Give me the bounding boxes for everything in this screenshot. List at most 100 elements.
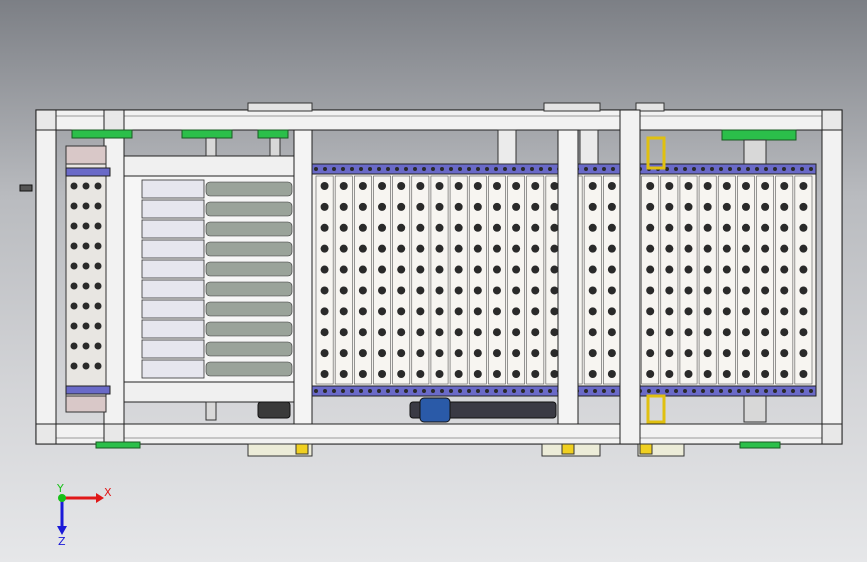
corner-block — [821, 109, 843, 131]
roller-hole — [761, 244, 770, 253]
bearing — [205, 401, 217, 421]
roller-hole — [358, 307, 367, 316]
chain-link — [458, 389, 462, 393]
coordinate-triad[interactable]: X Y Z — [56, 482, 112, 548]
feeder-block — [141, 339, 205, 359]
roller-hole — [454, 265, 463, 274]
chain-link — [422, 167, 426, 171]
roller-hole — [94, 302, 102, 310]
roller-hole — [741, 370, 750, 378]
chain-link — [647, 389, 651, 393]
roller-hole — [416, 328, 425, 337]
chain-link — [368, 167, 372, 171]
roller-column — [679, 175, 698, 385]
roller-hole — [454, 370, 463, 378]
roller-hole — [799, 182, 808, 190]
roller-hole — [492, 223, 501, 232]
feeder-block — [141, 299, 205, 319]
chain-link — [332, 167, 336, 171]
roller-hole — [70, 262, 78, 270]
chain-link — [413, 167, 417, 171]
roller-hole — [722, 370, 731, 378]
roller-hole — [531, 202, 540, 211]
roller-hole — [550, 349, 559, 358]
roller-hole — [454, 307, 463, 316]
roller-hole — [531, 349, 540, 358]
roller-hole — [512, 286, 521, 295]
roller-hole — [339, 307, 348, 316]
chain-link — [449, 167, 453, 171]
chain-link — [395, 389, 399, 393]
chain-link — [458, 167, 462, 171]
roller-hole — [703, 349, 712, 358]
roller-hole — [761, 265, 770, 274]
chain-link — [800, 167, 804, 171]
roller-hole — [799, 349, 808, 358]
mount-plate — [543, 102, 601, 112]
roller-hole — [665, 328, 674, 337]
chain-link — [350, 167, 354, 171]
roller-hole — [397, 244, 406, 253]
roller-hole — [799, 223, 808, 232]
roller-hole — [588, 370, 597, 378]
yellow-bracket — [295, 443, 309, 455]
roller-hole — [703, 328, 712, 337]
roller-hole — [378, 286, 387, 295]
roller-hole — [339, 328, 348, 337]
feeder-block — [141, 239, 205, 259]
triad-x-arrow — [96, 493, 104, 503]
roller-hole — [378, 244, 387, 253]
roller-hole — [684, 182, 693, 190]
roller-hole — [607, 328, 616, 337]
roller-hole — [70, 342, 78, 350]
roller-hole — [70, 302, 78, 310]
roller-column — [698, 175, 717, 385]
roller-hole — [378, 307, 387, 316]
roller-hole — [550, 328, 559, 337]
guide-post — [497, 129, 517, 165]
roller-column — [411, 175, 430, 385]
roller-hole — [646, 349, 655, 358]
roller-hole — [550, 244, 559, 253]
roller-hole — [550, 370, 559, 378]
gear-green — [95, 441, 141, 449]
roller-hole — [82, 282, 90, 290]
chain-link — [764, 167, 768, 171]
roller-hole — [703, 265, 712, 274]
frame-post-d — [619, 109, 641, 445]
roller-hole — [492, 244, 501, 253]
feeder-tube — [205, 321, 293, 337]
roller-hole — [550, 286, 559, 295]
roller-hole — [339, 265, 348, 274]
roller-hole — [722, 202, 731, 211]
chain-link — [377, 167, 381, 171]
roller-hole — [665, 349, 674, 358]
chain-link — [728, 167, 732, 171]
roller-hole — [512, 349, 521, 358]
roller-hole — [780, 244, 789, 253]
roller-hole — [780, 202, 789, 211]
left-sprocket — [65, 395, 107, 413]
roller-column — [430, 175, 449, 385]
roller-hole — [646, 223, 655, 232]
roller-hole — [94, 342, 102, 350]
roller-column — [507, 175, 525, 385]
chain-link — [413, 389, 417, 393]
roller-hole — [416, 265, 425, 274]
gear-green — [739, 441, 781, 449]
chain-link — [602, 389, 606, 393]
roller-hole — [492, 307, 501, 316]
roller-hole — [339, 349, 348, 358]
roller-hole — [665, 182, 674, 190]
roller-column — [583, 175, 602, 385]
roller-hole — [722, 349, 731, 358]
chain-link — [692, 167, 696, 171]
roller-hole — [435, 370, 444, 378]
roller-hole — [339, 286, 348, 295]
roller-column — [775, 175, 794, 385]
chain-link — [530, 389, 534, 393]
roller-hole — [378, 182, 387, 190]
roller-column — [449, 175, 468, 385]
chain-link — [449, 389, 453, 393]
